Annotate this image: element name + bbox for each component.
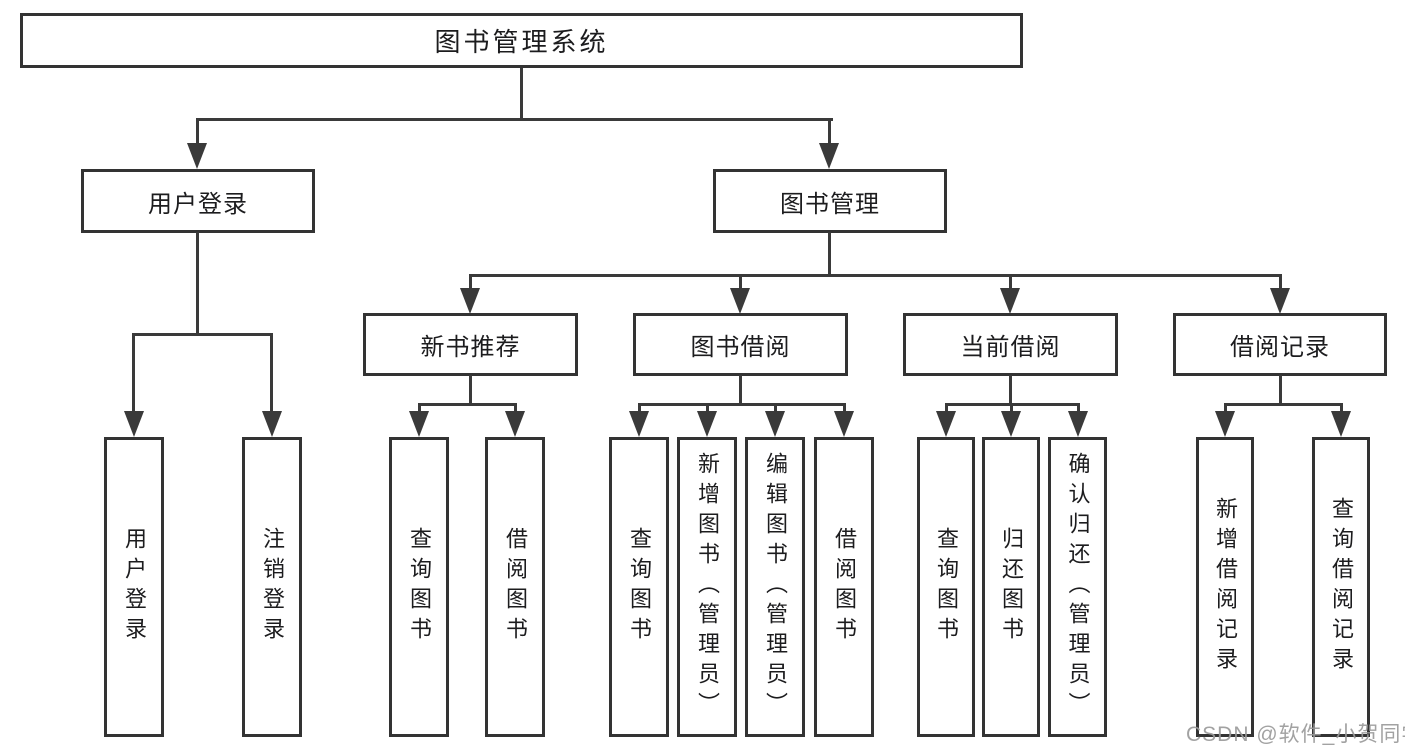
csdn-watermark: CSDN @软件_小贺同学 (1186, 723, 1405, 746)
arrow-into-g4-return-books (1001, 411, 1021, 437)
connector-drop-g3-query-books (638, 403, 641, 414)
arrow-into-current-borrowing (1000, 288, 1020, 314)
connector-drop-user-login (196, 118, 199, 146)
leaf-g2-query-books-label: 查询图书 (407, 527, 432, 647)
connector-user-login-split (132, 333, 273, 336)
connector-current-borrowing-stub (1009, 375, 1012, 405)
arrow-into-leaf-logout (262, 411, 282, 437)
connector-drop-leaf-user-login (132, 333, 135, 413)
leaf-g4-confirm-return-admin-label: 确认归还（管理员） (1065, 452, 1091, 722)
arrow-into-leaf-user-login (124, 411, 144, 437)
arrow-into-borrowing-records (1270, 288, 1290, 314)
connector-drop-new-book-recommend (469, 274, 472, 290)
leaf-g4-confirm-return-admin: 确认归还（管理员） (1048, 437, 1107, 737)
connector-new-book-recommend-stub (469, 375, 472, 405)
leaf-g3-edit-books-admin-label: 编辑图书（管理员） (763, 452, 788, 722)
connector-root-stub (520, 68, 523, 118)
connector-drop-g4-return-books (1010, 403, 1013, 414)
leaf-g2-query-books: 查询图书 (389, 437, 449, 737)
node-borrowing-records: 借阅记录 (1173, 313, 1387, 376)
arrow-into-g2-query-books (409, 411, 429, 437)
leaf-g4-return-books: 归还图书 (982, 437, 1040, 737)
arrow-into-book-management (819, 143, 839, 169)
leaf-g3-add-books-admin-label: 新增图书（管理员） (695, 452, 720, 722)
connector-book-management-stub (828, 232, 831, 276)
node-book-management-label: 图书管理 (780, 190, 880, 218)
node-book-borrowing-label: 图书借阅 (690, 334, 791, 361)
leaf-g2-borrow-books-label: 借阅图书 (503, 527, 528, 647)
connector-book-borrowing-split (638, 403, 846, 406)
leaf-logout-label: 注销登录 (260, 527, 285, 647)
leaf-g3-query-books: 查询图书 (609, 437, 669, 737)
node-user-login: 用户登录 (81, 169, 315, 233)
arrow-into-g5-query-record (1331, 411, 1351, 437)
connector-drop-g5-add-record (1224, 403, 1227, 414)
connector-drop-current-borrowing (1009, 274, 1012, 290)
leaf-g3-borrow-books: 借阅图书 (814, 437, 874, 737)
connector-drop-g4-query-books (945, 403, 948, 414)
connector-drop-g5-query-record (1340, 403, 1343, 414)
arrow-into-g3-borrow-books (834, 411, 854, 437)
connector-borrowing-records-stub (1279, 375, 1282, 405)
leaf-g3-add-books-admin: 新增图书（管理员） (677, 437, 737, 737)
leaf-g3-borrow-books-label: 借阅图书 (832, 527, 857, 647)
arrow-into-user-login (187, 143, 207, 169)
leaf-g2-borrow-books: 借阅图书 (485, 437, 545, 737)
arrow-into-g4-query-books (936, 411, 956, 437)
arrow-into-g3-edit-books (765, 411, 785, 437)
leaf-g5-add-borrow-record-label: 新增借阅记录 (1213, 497, 1238, 677)
arrow-into-g3-add-books (697, 411, 717, 437)
arrow-into-g4-confirm-return (1068, 411, 1088, 437)
leaf-g5-query-borrow-record: 查询借阅记录 (1312, 437, 1370, 737)
leaf-g4-return-books-label: 归还图书 (999, 527, 1024, 647)
node-book-management: 图书管理 (713, 169, 947, 233)
arrow-into-g5-add-record (1215, 411, 1235, 437)
leaf-g5-query-borrow-record-label: 查询借阅记录 (1329, 497, 1354, 677)
arrow-into-g3-query-books (629, 411, 649, 437)
connector-borrowing-records-split (1224, 403, 1343, 406)
node-current-borrowing: 当前借阅 (903, 313, 1118, 376)
leaf-user-login: 用户登录 (104, 437, 164, 737)
connector-level1-split (196, 118, 833, 121)
connector-book-borrowing-stub (739, 375, 742, 405)
connector-drop-book-borrowing (739, 274, 742, 290)
connector-level3-split (469, 274, 1282, 277)
node-library-management-system: 图书管理系统 (20, 13, 1023, 68)
connector-new-book-recommend-split (418, 403, 517, 406)
node-borrowing-records-label: 借阅记录 (1230, 334, 1330, 361)
arrow-into-book-borrowing (730, 288, 750, 314)
leaf-g4-query-books-label: 查询图书 (934, 527, 959, 647)
leaf-g4-query-books: 查询图书 (917, 437, 975, 737)
node-user-login-label: 用户登录 (148, 190, 248, 218)
connector-drop-book-management (828, 118, 831, 146)
arrow-into-new-book-recommend (460, 288, 480, 314)
connector-drop-borrowing-records (1279, 274, 1282, 290)
leaf-g3-query-books-label: 查询图书 (627, 527, 652, 647)
connector-drop-g2-query-books (418, 403, 421, 414)
connector-drop-g3-borrow-books (843, 403, 846, 414)
node-new-book-recommend: 新书推荐 (363, 313, 578, 376)
leaf-g3-edit-books-admin: 编辑图书（管理员） (745, 437, 805, 737)
connector-drop-g3-add-books (706, 403, 709, 414)
connector-user-login-stub (196, 232, 199, 335)
connector-drop-g2-borrow-books (514, 403, 517, 414)
node-book-borrowing: 图书借阅 (633, 313, 848, 376)
connector-drop-leaf-logout (270, 333, 273, 413)
leaf-user-login-label: 用户登录 (122, 527, 147, 647)
connector-drop-g3-edit-books (774, 403, 777, 414)
connector-drop-g4-confirm-return (1077, 403, 1080, 414)
node-library-management-system-label: 图书管理系统 (434, 27, 609, 57)
node-current-borrowing-label: 当前借阅 (960, 334, 1061, 361)
node-new-book-recommend-label: 新书推荐 (420, 334, 521, 361)
leaf-g5-add-borrow-record: 新增借阅记录 (1196, 437, 1254, 737)
arrow-into-g2-borrow-books (505, 411, 525, 437)
leaf-logout: 注销登录 (242, 437, 302, 737)
